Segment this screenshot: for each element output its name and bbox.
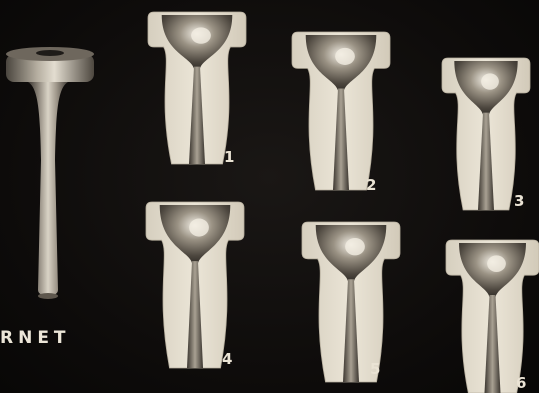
mouthpiece-number-3: 3 — [514, 192, 524, 210]
mouthpiece-number-4: 4 — [222, 350, 232, 368]
sectioned-mouthpieces — [146, 12, 539, 393]
mouthpiece-section-1 — [148, 12, 246, 164]
mouthpiece-section-6 — [446, 240, 539, 393]
mouthpiece-section-4 — [146, 202, 244, 368]
mouthpiece-section-5 — [302, 222, 400, 382]
mouthpiece-number-2: 2 — [366, 176, 376, 194]
caption-cornet: RNET — [0, 328, 71, 348]
mouthpiece-section-2 — [292, 32, 390, 190]
mouthpiece-section-3 — [442, 58, 530, 210]
mouthpiece-number-5: 5 — [370, 360, 380, 378]
mouthpiece-number-1: 1 — [224, 148, 234, 166]
mouthpiece-number-6: 6 — [516, 374, 526, 392]
whole-mouthpiece — [6, 47, 94, 299]
